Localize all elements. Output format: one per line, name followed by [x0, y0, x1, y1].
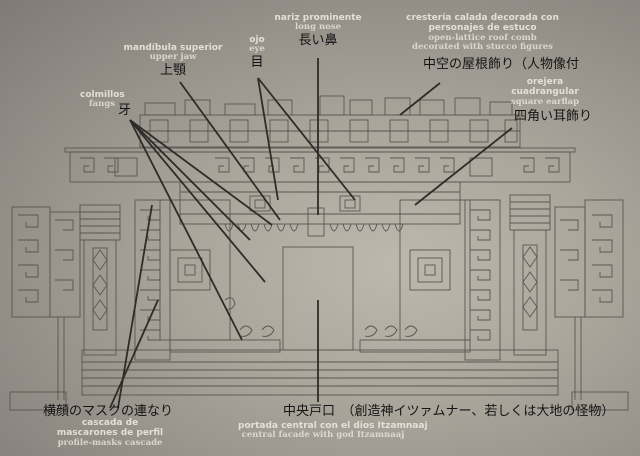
left-wing-panel — [9, 206, 81, 411]
right-mask-panel — [364, 199, 471, 341]
leader-lines — [109, 58, 513, 409]
central-facade-es: portada central con el dios Itzamnaaj — [238, 421, 428, 431]
right-wing-panel — [554, 199, 629, 411]
label-roof-comb: crestería calada decorada con personajes… — [395, 13, 570, 53]
leader-fang-2 — [129, 119, 251, 241]
leader-fang-4 — [129, 119, 243, 341]
upper-jaw-en: upper jaw — [149, 52, 197, 63]
fangs-row — [224, 223, 404, 232]
right-cascade — [464, 199, 501, 361]
roof-comb-en-2: decorated with stucco figures — [412, 42, 553, 53]
earflap-ja: 四角い耳飾り — [514, 109, 593, 124]
leader-eye-left — [257, 77, 279, 201]
roof-comb-es-2: personajes de estuco — [428, 23, 537, 34]
upper-jaw-ja: 上顎 — [159, 63, 186, 79]
leader-roof-comb — [399, 82, 441, 116]
roof-comb-ja: 中空の屋根飾り（人物像付 — [423, 57, 580, 72]
earflap-es-2: cuadrangular — [511, 87, 579, 98]
label-square-earflap: orejera cuadrangular square earflap — [505, 77, 585, 107]
long-nose-ja: 長い鼻 — [298, 33, 338, 49]
label-central-facade: portada central con el dios Itzamnaaj ce… — [238, 421, 428, 441]
eye-ja: 目 — [250, 55, 264, 71]
central-facade-en: central facade with god Itzamnaaj — [241, 430, 405, 441]
leader-fang-1 — [129, 119, 273, 226]
profile-masks-ja: 横顔のマスクの連なり — [43, 404, 174, 419]
fangs-en: fangs — [88, 99, 116, 110]
profile-masks-en: profile-masks cascade — [57, 437, 163, 448]
earflap-es-1: orejera — [526, 77, 564, 87]
label-fangs: colmillos fangs — [80, 90, 125, 110]
leader-eye-right — [257, 77, 356, 201]
left-column — [79, 204, 121, 356]
upper-jaw-es: mandíbula superior — [123, 43, 223, 53]
platform-steps — [81, 339, 559, 396]
leader-upper-jaw — [179, 81, 281, 221]
profile-masks-es-2: mascarones de perfil — [56, 428, 164, 439]
label-upper-jaw: mandíbula superior upper jaw 上顎 — [123, 43, 223, 79]
frieze-scrolls — [80, 157, 560, 177]
central-facade-ja: 中央戸口 （創造神イツァムナー、若しくは大地の怪物） — [283, 404, 615, 419]
earflap-en: square earflap — [510, 96, 580, 107]
long-nose-es: nariz prominente — [274, 13, 362, 23]
roof-comb-en-1: open-lattice roof comb — [428, 32, 537, 43]
fangs-ja: 牙 — [118, 103, 132, 118]
leader-cascade-1 — [117, 204, 153, 409]
roof-comb-es-1: crestería calada decorada con — [406, 13, 559, 23]
leader-fang-3 — [129, 119, 266, 283]
roof-comb — [139, 95, 521, 148]
right-column — [509, 194, 551, 356]
left-mask-panel — [159, 199, 275, 341]
label-eye: ojo eye 目 — [244, 35, 270, 71]
eye-es: ojo — [249, 35, 265, 45]
label-long-nose: nariz prominente long nose 長い鼻 — [268, 13, 368, 49]
leader-cascade-2 — [109, 299, 159, 409]
facade-outline — [9, 95, 629, 411]
leader-earflap — [414, 127, 513, 206]
eye-en: eye — [249, 44, 265, 55]
profile-masks-es-1: cascada de — [81, 418, 139, 428]
fangs-es: colmillos — [80, 90, 125, 100]
label-profile-masks: cascada de mascarones de perfil profile-… — [55, 418, 165, 448]
long-nose-en: long nose — [294, 22, 342, 33]
